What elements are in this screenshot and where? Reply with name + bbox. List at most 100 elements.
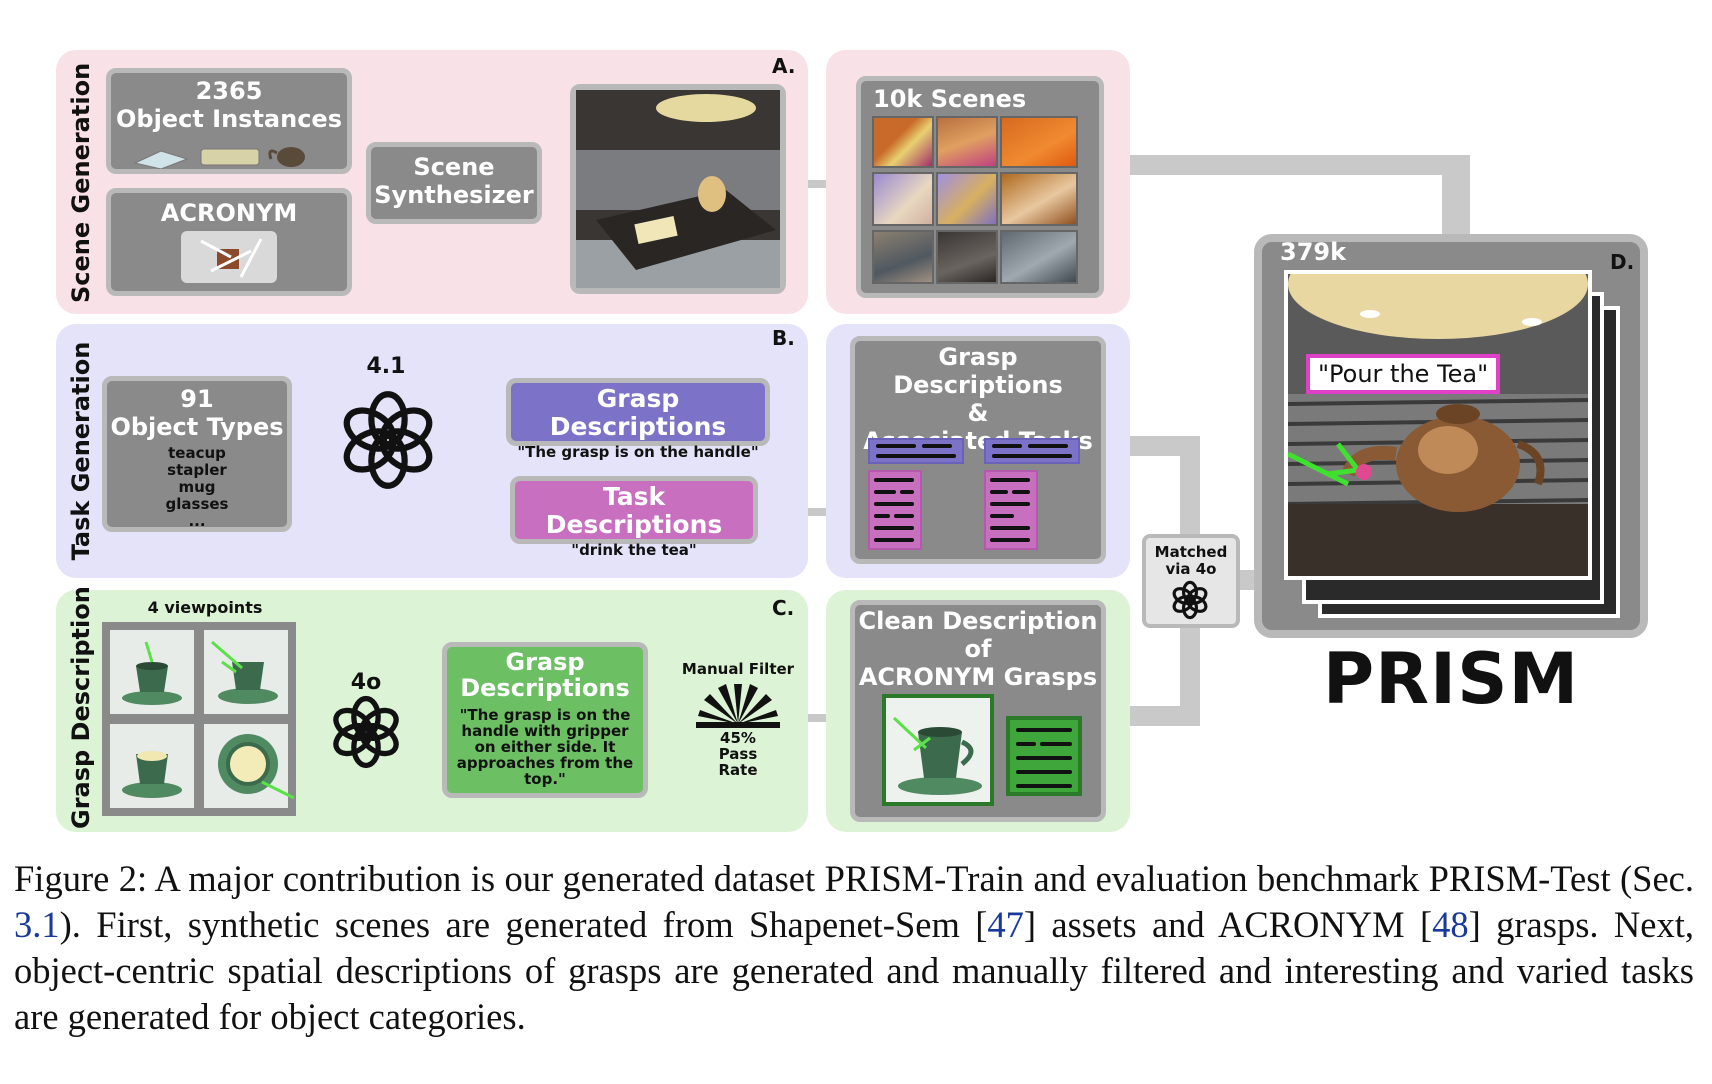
text-line-icon (874, 490, 896, 494)
caption-part: ). First, synthetic scenes are generated… (59, 904, 988, 945)
scene-thumbnail (1000, 230, 1078, 284)
grasp-desc-icon (984, 438, 1080, 464)
task-desc-icon (868, 470, 922, 550)
text-line-icon (1016, 742, 1036, 746)
scene-thumbnail (1000, 172, 1078, 226)
text-line-icon (876, 454, 956, 458)
text-line-icon (990, 502, 1030, 506)
text-line-icon (990, 538, 1030, 542)
task-desc-example: "drink the tea" (571, 541, 697, 559)
clean-title-1: Clean Description (858, 607, 1098, 635)
connector (1442, 155, 1470, 237)
object-instances-label: Object Instances (116, 105, 342, 133)
pass-rate-word-2: Rate (718, 761, 758, 779)
text-line-icon (1028, 444, 1068, 448)
text-line-icon (990, 478, 1030, 482)
clean-title-3: ACRONYM Grasps (858, 663, 1098, 691)
panel-letter-c: C. (772, 596, 795, 620)
object-thumbnails (133, 147, 305, 169)
text-line-icon (990, 490, 1008, 494)
side-label-grasp: Grasp Description (67, 586, 95, 829)
text-line-icon (894, 514, 914, 518)
teapot-scene-image (1288, 274, 1588, 576)
grasp-desc-icon (868, 438, 964, 464)
text-line-icon (874, 538, 914, 542)
text-line-icon (992, 454, 1072, 458)
teacup-views (122, 640, 295, 800)
task-prompt-label: "Pour the Tea" (1306, 354, 1501, 394)
kitchen-scene-image (576, 90, 780, 288)
manual-filter-label: Manual Filter (681, 660, 795, 678)
matched-line-2: via 4o (1165, 560, 1217, 578)
text-line-icon (992, 444, 1022, 448)
text-line-icon (1040, 742, 1072, 746)
type-item: glasses (165, 495, 229, 513)
teacup-image (892, 716, 982, 795)
text-line-icon (1016, 770, 1072, 774)
scene-thumbnail (936, 230, 998, 284)
gpt-model-label: 4.1 (366, 354, 406, 379)
text-line-icon (876, 444, 916, 448)
types-count: 91 (180, 385, 214, 413)
clean-title-2: of (964, 635, 992, 663)
text-line-icon (874, 478, 914, 482)
side-label-scene: Scene Generation (67, 62, 95, 303)
text-line-icon (1016, 784, 1072, 788)
text-line-icon (990, 514, 1014, 518)
scene-thumbnail (936, 116, 998, 168)
text-line-icon (900, 490, 914, 494)
assoc-title-2: & (967, 399, 989, 427)
matched-line-1: Matched (1154, 543, 1228, 561)
panel-letter-b: B. (772, 326, 795, 350)
grasp-desc-title-1: Grasp (505, 648, 585, 676)
side-label-task: Task Generation (67, 341, 95, 561)
openai-logo-icon (343, 391, 433, 489)
grasp-descriptions-green-box: Grasp Descriptions "The grasp is on the … (442, 642, 648, 798)
text-line-icon (874, 502, 914, 506)
grasp-desc-example: "The grasp is on the handle" (517, 443, 759, 461)
viewpoints-label: 4 viewpoints (147, 598, 263, 617)
types-label: Object Types (110, 413, 284, 441)
connector (784, 180, 844, 188)
type-item: mug (178, 478, 216, 496)
dataset-count: 379k (1280, 238, 1347, 266)
text-line-icon (990, 526, 1030, 530)
connector (1100, 155, 1470, 175)
rendered-scene-frame (570, 84, 786, 294)
caption-part: ] grasps. Next, object-centric spatial d… (14, 904, 1694, 1037)
scene-thumbnail (936, 172, 998, 226)
connector (788, 714, 836, 722)
caption-ref-link[interactable]: 47 (987, 904, 1024, 945)
connector (1236, 570, 1256, 590)
panel-letter-d: D. (1610, 250, 1635, 274)
grasp-desc-title-2: Descriptions (460, 674, 630, 702)
scene-thumbnail (872, 172, 934, 226)
task-descriptions-box: Task Descriptions "drink the tea" (510, 476, 758, 559)
scene-thumbnail (872, 116, 934, 168)
text-line-icon (874, 526, 914, 530)
figure-caption: Figure 2: A major contribution is our ge… (14, 856, 1694, 1040)
task-desc-title: Task Descriptions (545, 482, 723, 539)
text-line-icon (922, 444, 952, 448)
grasp-descriptions-box: Grasp Descriptions "The grasp is on the … (506, 378, 770, 461)
caption-part: ] assets and ACRONYM [ (1023, 904, 1433, 945)
object-count: 2365 (195, 77, 263, 105)
acronym-grasps-box: ACRONYM Grasps (106, 188, 352, 296)
filter-icon (696, 684, 780, 728)
caption-ref-link[interactable]: 3.1 (14, 904, 60, 945)
text-line-icon (874, 514, 890, 518)
text-line-icon (1012, 490, 1030, 494)
caption-ref-link[interactable]: 48 (1432, 904, 1469, 945)
scene-thumbnail (872, 230, 934, 284)
connector (1180, 436, 1200, 534)
task-desc-icon (984, 470, 1038, 550)
grasp-desc-text: "The grasp is on the handle with gripper… (456, 706, 634, 788)
pass-rate-value: 45% (720, 729, 756, 747)
openai-logo-icon (333, 695, 399, 769)
scenes-count-label: 10k Scenes (873, 85, 1027, 113)
object-types-box: 91 Object Types teacup stapler mug glass… (102, 376, 292, 532)
pass-rate: 45% Pass Rate (696, 730, 780, 778)
object-instances-box: 2365 Object Instances (106, 68, 352, 174)
panel-letter-a: A. (772, 54, 796, 78)
scene-thumbnail (1000, 116, 1078, 168)
